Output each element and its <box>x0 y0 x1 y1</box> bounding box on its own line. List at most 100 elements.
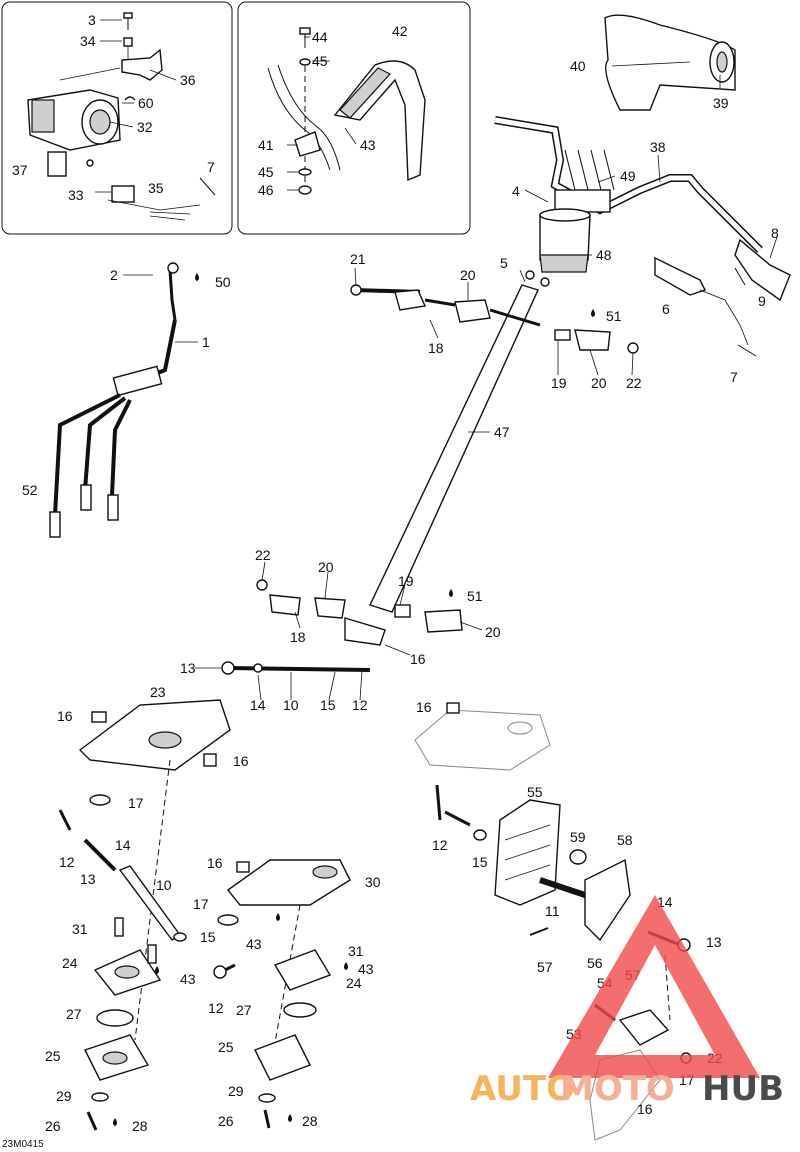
callout-34: 34 <box>80 33 96 49</box>
callout-24-b: 24 <box>346 975 362 991</box>
callout-60: 60 <box>138 95 154 111</box>
callout-28-b: 28 <box>302 1113 318 1129</box>
callout-58: 58 <box>617 832 633 848</box>
callout-57-a: 57 <box>537 959 553 975</box>
callout-31-b: 31 <box>348 943 364 959</box>
callout-17-a: 17 <box>128 795 144 811</box>
callout-51-b: 51 <box>467 588 483 604</box>
callout-18-b: 18 <box>290 629 306 645</box>
callout-14-b: 14 <box>115 837 131 853</box>
callout-47: 47 <box>494 424 510 440</box>
callout-43-inset: 43 <box>360 137 376 153</box>
callout-51-a: 51 <box>606 308 622 324</box>
callout-18-a: 18 <box>428 340 444 356</box>
diagram-code: 23M0415 <box>2 1139 44 1150</box>
callout-29-b: 29 <box>228 1083 244 1099</box>
callout-36: 36 <box>180 72 196 88</box>
callout-13-a: 13 <box>180 660 196 676</box>
callout-31-a: 31 <box>72 921 88 937</box>
right-lower-assembly <box>173 859 351 1129</box>
callout-43-d: 43 <box>180 971 196 987</box>
callout-44: 44 <box>312 29 328 45</box>
callout-19-b: 19 <box>398 573 414 589</box>
watermark-triangle <box>548 895 760 1078</box>
inset-switch-housing <box>1 1 233 235</box>
callout-15-c: 15 <box>472 854 488 870</box>
callout-39: 39 <box>713 95 729 111</box>
callout-16-e: 16 <box>416 699 432 715</box>
callout-45-bottom: 45 <box>258 164 274 180</box>
callout-59: 59 <box>570 829 586 845</box>
callout-26-b: 26 <box>218 1113 234 1129</box>
callout-9: 9 <box>758 293 766 309</box>
callout-13-b: 13 <box>80 871 96 887</box>
callout-2: 2 <box>110 267 118 283</box>
callout-17-b: 17 <box>193 896 209 912</box>
callout-21: 21 <box>350 251 366 267</box>
callout-12-c: 12 <box>208 1000 224 1016</box>
callout-10-b: 10 <box>156 877 172 893</box>
callout-41: 41 <box>258 137 274 153</box>
callout-28-a: 28 <box>132 1118 148 1134</box>
callout-6: 6 <box>662 301 670 317</box>
wire-harness <box>49 262 179 538</box>
callout-20-b: 20 <box>591 375 607 391</box>
callout-12-b: 12 <box>59 854 75 870</box>
callout-25-b: 25 <box>218 1039 234 1055</box>
callout-29-a: 29 <box>56 1088 72 1104</box>
callout-25-a: 25 <box>45 1048 61 1064</box>
callout-37: 37 <box>12 162 28 178</box>
callout-27-b: 27 <box>236 1002 252 1018</box>
callout-20-d: 20 <box>485 624 501 640</box>
callout-40: 40 <box>570 58 586 74</box>
upper-link-assembly <box>350 270 639 354</box>
callout-43-c: 43 <box>358 961 374 977</box>
callout-55: 55 <box>527 784 543 800</box>
callout-11: 11 <box>545 903 560 919</box>
callout-30: 30 <box>365 874 381 890</box>
callout-52: 52 <box>22 482 38 498</box>
callout-12-d: 12 <box>432 837 448 853</box>
callout-7-handlebar: 7 <box>730 369 738 385</box>
callout-16-d: 16 <box>207 855 223 871</box>
inset-hose-clamp <box>237 1 471 235</box>
callout-16-c: 16 <box>233 753 249 769</box>
callout-16-f: 16 <box>637 1101 653 1117</box>
callout-12-a: 12 <box>352 697 368 713</box>
callout-19-a: 19 <box>551 375 567 391</box>
left-lower-assembly <box>58 699 231 1131</box>
lubricant-markers <box>113 273 595 1126</box>
leader-lines <box>95 19 778 701</box>
callout-20-a: 20 <box>460 267 476 283</box>
watermark-auto: AUTO <box>470 1069 575 1109</box>
callout-23: 23 <box>150 684 166 700</box>
lower-link-assembly <box>221 579 463 675</box>
callout-33: 33 <box>68 187 84 203</box>
callout-1: 1 <box>202 334 210 350</box>
watermark-moto: MOTO <box>560 1069 675 1109</box>
callout-24-a: 24 <box>62 955 78 971</box>
callout-22-a: 22 <box>626 375 642 391</box>
callout-32: 32 <box>137 119 153 135</box>
watermark: AUTO MOTO HUB <box>470 895 784 1109</box>
callout-4: 4 <box>512 183 520 199</box>
callout-5: 5 <box>500 255 508 271</box>
callout-15-a: 15 <box>320 697 336 713</box>
handlebar-assembly <box>369 14 791 613</box>
callout-43-b: 43 <box>246 936 262 952</box>
callout-3: 3 <box>88 12 96 28</box>
callout-42: 42 <box>392 23 408 39</box>
callout-15-b: 15 <box>200 929 216 945</box>
callout-49: 49 <box>620 168 636 184</box>
callout-13-c: 13 <box>706 934 722 950</box>
callout-35: 35 <box>148 180 164 196</box>
callout-27-a: 27 <box>66 1006 82 1022</box>
callout-14-a: 14 <box>250 697 266 713</box>
callout-20-c: 20 <box>318 559 334 575</box>
watermark-hub: HUB <box>702 1069 784 1109</box>
callout-46: 46 <box>258 182 274 198</box>
callout-38: 38 <box>650 139 666 155</box>
callout-22-b: 22 <box>255 547 271 563</box>
callout-16-b: 16 <box>57 708 73 724</box>
